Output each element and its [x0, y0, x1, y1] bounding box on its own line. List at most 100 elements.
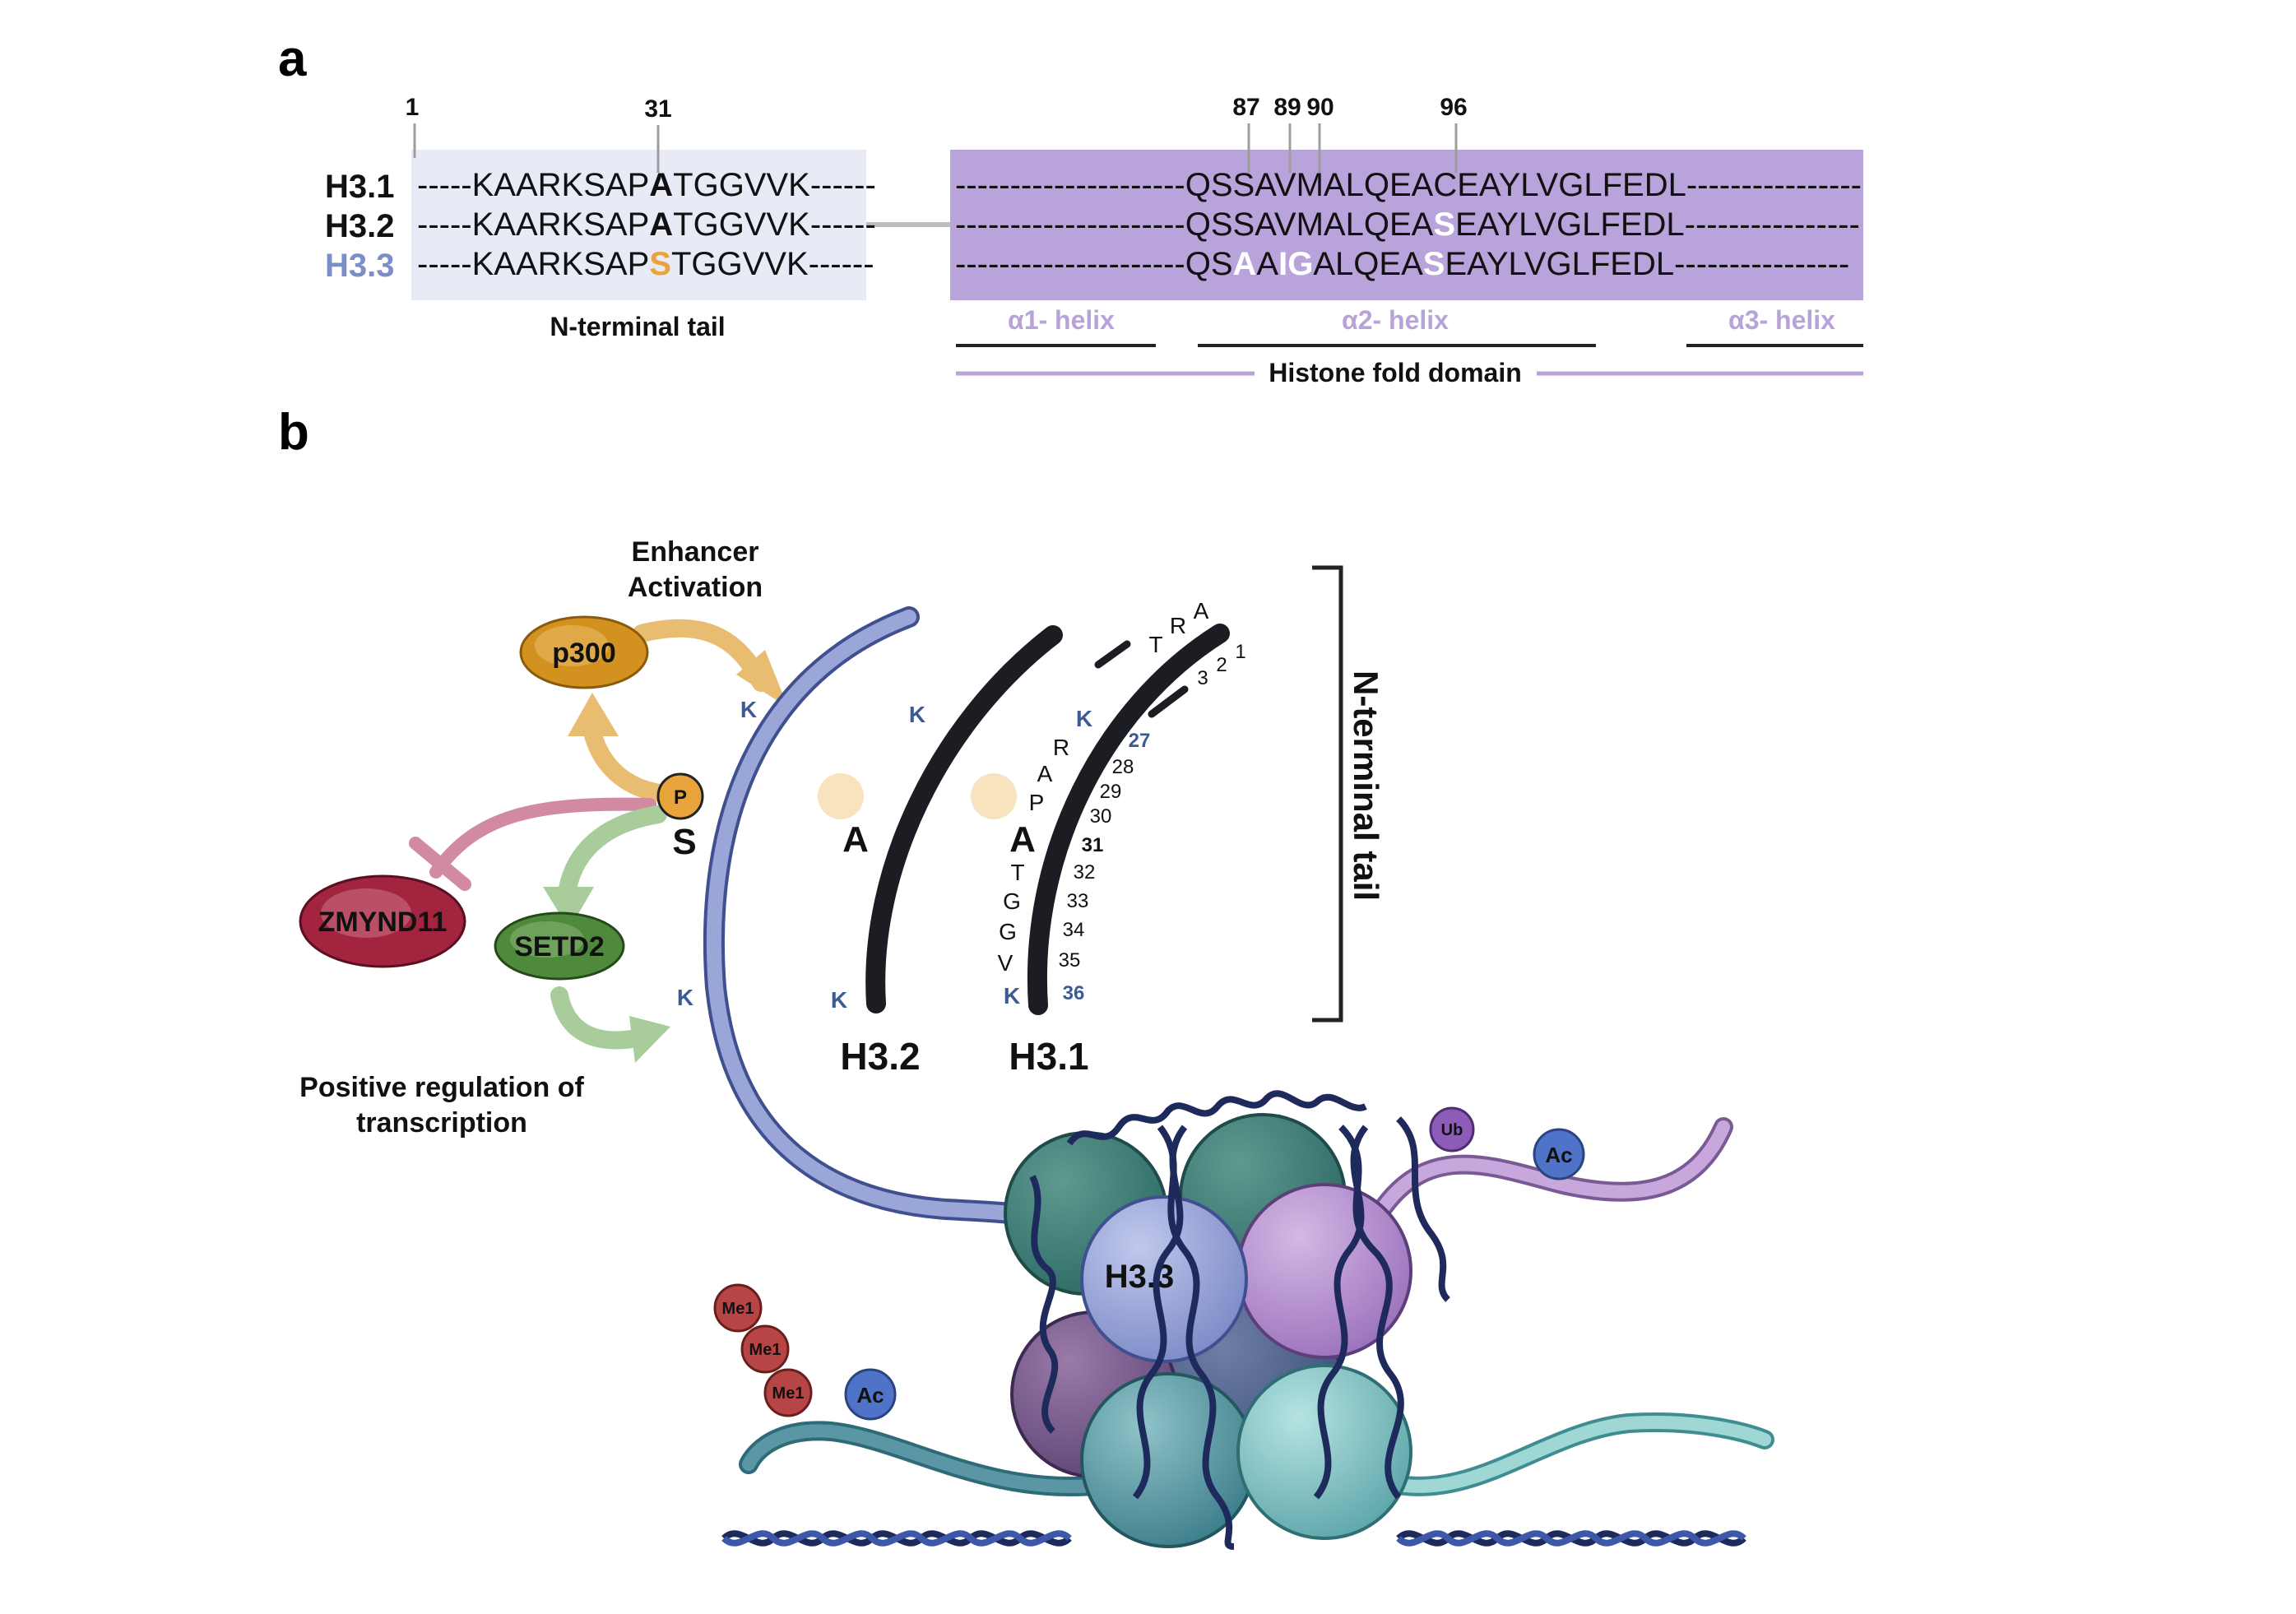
me1-mark-3 — [763, 1368, 813, 1417]
arrow-s-to-setd2 — [559, 805, 667, 897]
ub-label: Ub — [1441, 1121, 1463, 1139]
pos-31: 31 — [644, 95, 671, 123]
fold-seq-h32: ---------------------QSSAVMALQEASEAYLVGL… — [955, 206, 1860, 243]
p300-label: p300 — [552, 638, 616, 669]
panel-b-letter: b — [278, 404, 309, 461]
teal-tail-left — [742, 1424, 1109, 1494]
tail-alignment-box — [411, 150, 866, 300]
enhancer-label-2: Activation — [628, 572, 763, 603]
setd2-label: SETD2 — [514, 931, 605, 962]
res-a29: A — [1037, 761, 1053, 786]
num-34: 34 — [1063, 919, 1085, 941]
res-r28: R — [1053, 735, 1069, 760]
pos-87: 87 — [1232, 94, 1259, 121]
res-k36: K — [1004, 983, 1020, 1009]
tail-seq-h33: -----KAARKSAPSTGGVVK------ — [417, 246, 874, 282]
tail-seq-h31: -----KAARKSAPATGGVVK------ — [417, 167, 876, 203]
h33-tail-k2: K — [677, 985, 693, 1010]
helix-a2: α2- helix — [1342, 305, 1449, 335]
ac-mark-right — [1533, 1128, 1585, 1180]
h31-ala-label: A — [1009, 819, 1036, 860]
res-t32: T — [1010, 860, 1024, 885]
me1-mark-2 — [740, 1324, 790, 1374]
res-v35: V — [998, 950, 1013, 976]
h33-sphere-label: H3.3 — [1105, 1259, 1175, 1295]
num-2: 2 — [1216, 654, 1227, 676]
me1-label-2: Me1 — [749, 1341, 782, 1359]
nterm-bracket — [1312, 565, 1343, 1023]
fold-seq-h31: ---------------------QSSAVMALQEACEAYLVGL… — [955, 167, 1862, 203]
histone-sphere-h33 — [1080, 1195, 1248, 1363]
h31-pos31-circle — [971, 773, 1017, 819]
h32-tail-k1: K — [909, 702, 925, 727]
dna-wrap-mid-2 — [1132, 1125, 1188, 1500]
arrow-s-to-p300 — [583, 723, 675, 803]
res-k27: K — [1076, 706, 1092, 731]
me1-label-1: Me1 — [722, 1300, 754, 1318]
nterm-bracket-label: N-terminal tail — [1347, 670, 1385, 901]
fold-alignment-box — [950, 150, 1863, 300]
panel-a-letter: a — [278, 30, 307, 87]
ac-label-right: Ac — [1545, 1143, 1572, 1167]
me1-mark-1 — [713, 1283, 763, 1333]
h32-tail — [865, 625, 1063, 1013]
dna-wrap-mid-1 — [1157, 1125, 1235, 1550]
res-g33: G — [1003, 888, 1021, 914]
num-32: 32 — [1074, 861, 1096, 884]
num-29: 29 — [1100, 781, 1122, 803]
num-28: 28 — [1112, 756, 1134, 778]
res-a1: A — [1194, 598, 1209, 624]
res-p30: P — [1029, 790, 1045, 815]
num-33: 33 — [1067, 890, 1089, 912]
phospho-mark — [656, 772, 704, 820]
dna-wrap-top — [1066, 1090, 1367, 1146]
helix-a1: α1- helix — [1008, 305, 1115, 335]
num-1: 1 — [1235, 641, 1245, 663]
zmynd11-label: ZMYND11 — [318, 907, 448, 938]
h31-label: H3.1 — [1009, 1035, 1088, 1078]
arrow-setd2-to-k — [550, 986, 647, 1050]
num-27: 27 — [1129, 730, 1151, 752]
h32-pos31-circle — [818, 773, 864, 819]
linker-dna-left-2 — [721, 1530, 1072, 1547]
dna-wrap-left — [1029, 1175, 1059, 1434]
num-35: 35 — [1059, 949, 1081, 972]
h32-tail-k2: K — [831, 987, 847, 1013]
nucleosome: H3.3 — [721, 1090, 1774, 1550]
inhibition-line — [429, 797, 656, 879]
serine-label: S — [672, 822, 696, 862]
positive-reg-label-2: transcription — [356, 1107, 527, 1139]
ac-mark-left — [844, 1368, 897, 1421]
linker-dna-right-2 — [1396, 1530, 1746, 1547]
h32-ala-label: A — [842, 819, 869, 860]
row-label-h31: H3.1 — [325, 169, 395, 205]
num-30: 30 — [1090, 805, 1112, 828]
purple-tail — [1375, 1120, 1730, 1216]
pos-1: 1 — [406, 94, 420, 121]
me1-label-3: Me1 — [772, 1384, 805, 1403]
enhancer-label-1: Enhancer — [632, 536, 759, 568]
num-36: 36 — [1063, 982, 1085, 1004]
num-3: 3 — [1197, 667, 1208, 689]
positive-reg-label-1: Positive regulation of — [299, 1072, 584, 1103]
res-r2: R — [1170, 613, 1186, 638]
ac-label-left: Ac — [856, 1383, 884, 1408]
pos-90: 90 — [1306, 94, 1334, 121]
num-31: 31 — [1082, 834, 1104, 856]
helix-a3: α3- helix — [1728, 305, 1835, 335]
fold-caption: Histone fold domain — [1269, 358, 1522, 387]
pos-96: 96 — [1440, 94, 1467, 121]
phospho-label: P — [674, 786, 687, 809]
row-label-h32: H3.2 — [325, 208, 395, 244]
res-g34: G — [999, 919, 1017, 944]
dna-wrap-far-right — [1396, 1116, 1451, 1302]
row-label-h33: H3.3 — [325, 248, 395, 284]
ub-mark — [1429, 1106, 1475, 1153]
tail-seq-h32: -----KAARKSAPATGGVVK------ — [417, 206, 876, 243]
h32-label: H3.2 — [840, 1035, 920, 1078]
fold-seq-h33: ---------------------QSAAIGALQEASEAYLVGL… — [955, 246, 1849, 282]
dna-wrap-right-2 — [1313, 1125, 1369, 1500]
h31-tail — [1027, 624, 1230, 1015]
pos-89: 89 — [1273, 94, 1301, 121]
